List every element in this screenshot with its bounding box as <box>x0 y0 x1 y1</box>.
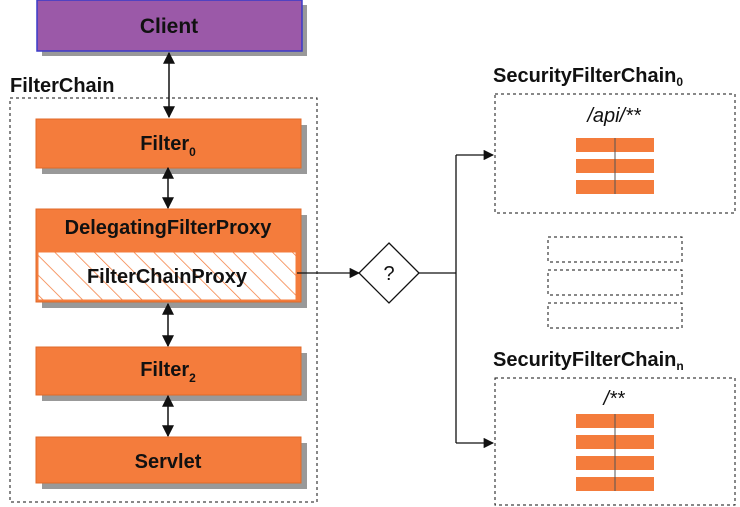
svg-text:Filter0: Filter0 <box>140 133 196 159</box>
security-chain-0-title: SecurityFilterChain <box>493 65 676 87</box>
filter0-subscript: 0 <box>189 145 196 159</box>
security-chain-n-filters <box>576 414 654 491</box>
security-chain-n-title: SecurityFilterChain <box>493 349 676 371</box>
security-chain-n-pattern: /** <box>601 388 625 410</box>
security-chain-0-filters <box>576 138 654 194</box>
placeholder-chain-box <box>547 302 683 329</box>
placeholder-chain-box <box>547 236 683 263</box>
filter0-box: Filter0 <box>35 118 307 174</box>
servlet-box: Servlet <box>35 436 307 489</box>
filter0-label: Filter <box>140 133 189 155</box>
svg-text:SecurityFilterChainn: SecurityFilterChainn <box>493 349 684 373</box>
security-chain-n-subscript: n <box>676 359 683 373</box>
security-chain-n-container <box>494 377 736 506</box>
delegating-filter-proxy-label: DelegatingFilterProxy <box>65 217 273 239</box>
svg-text:Filter2: Filter2 <box>140 359 196 385</box>
placeholder-chains <box>547 236 683 329</box>
security-chain-0-pattern: /api/** <box>585 105 642 127</box>
decision-diamond: ? <box>358 242 420 304</box>
decision-label: ? <box>383 263 394 285</box>
client-label: Client <box>140 15 198 38</box>
delegating-filter-proxy-box: DelegatingFilterProxy FilterChainProxy <box>35 208 307 308</box>
filter-chain-proxy-box: FilterChainProxy <box>37 251 297 301</box>
filter2-box: Filter2 <box>35 346 307 401</box>
filter-chain-container <box>9 97 318 503</box>
placeholder-chain-box <box>547 269 683 296</box>
svg-text:SecurityFilterChain0: SecurityFilterChain0 <box>493 65 683 89</box>
security-chain-0-subscript: 0 <box>676 75 683 89</box>
security-chain-0-container <box>494 93 736 214</box>
servlet-label: Servlet <box>135 451 202 473</box>
client-box: Client <box>36 0 307 56</box>
filter-chain-proxy-label: FilterChainProxy <box>87 266 248 288</box>
filter2-label: Filter <box>140 359 189 381</box>
filter-chain-title: FilterChain <box>10 75 114 97</box>
filter2-subscript: 2 <box>189 371 196 385</box>
